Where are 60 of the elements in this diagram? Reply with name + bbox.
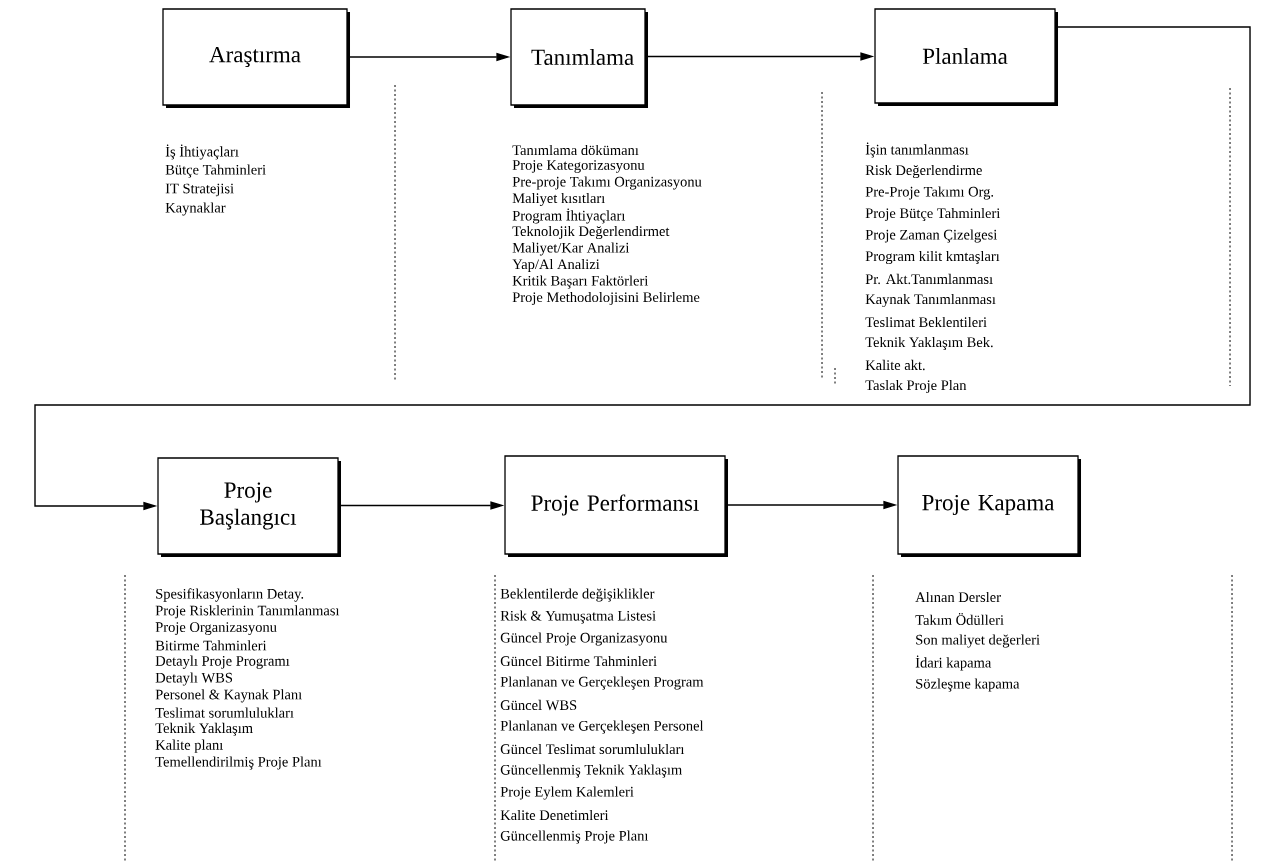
list-item: Güncel Bitirme Tahminleri xyxy=(500,655,657,667)
list-item: Pr. Akt.Tanımlanması xyxy=(865,273,993,285)
list-item: İş İhtiyaçları xyxy=(165,144,239,160)
list-item: Pre-Proje Takımı Org. xyxy=(865,186,994,200)
list-item: IT Stratejisi xyxy=(165,183,234,197)
list-item: Kaynak Tanımlanması xyxy=(865,293,996,308)
list-item: Güncel Teslimat sorumlulukları xyxy=(500,743,685,755)
list-item: Güncellenmiş Teknik Yaklaşım xyxy=(500,764,682,778)
list-item: Yap/Al Analizi xyxy=(512,258,600,273)
process-box: Planlama xyxy=(874,8,1058,106)
list-item: Proje Risklerinin Tanımlanması xyxy=(155,605,340,619)
process-box: Proje Performansı xyxy=(504,455,728,557)
list-item: Kaynaklar xyxy=(165,202,226,216)
list-item: Personel & Kaynak Planı xyxy=(155,689,302,703)
list-item: Maliyet/Kar Analizi xyxy=(512,242,630,256)
list-item: İşin tanımlanması xyxy=(865,142,969,158)
list-item: Risk Değerlendirme xyxy=(865,164,982,179)
process-box: Proje Başlangıcı xyxy=(157,457,341,557)
process-box: Araştırma xyxy=(162,8,350,108)
list-item: Kalite Denetimleri xyxy=(500,809,609,821)
list-item: Bütçe Tahminleri xyxy=(165,164,266,178)
list-item: Program kilit kmtaşları xyxy=(865,250,1000,265)
list-item: İdari kapama xyxy=(915,655,992,671)
list-item: Program İhtiyaçları xyxy=(512,208,626,224)
list-item: Proje Kategorizasyonu xyxy=(512,160,645,173)
list-item: Teknik Yaklaşım Bek. xyxy=(865,336,993,351)
list-item: Pre-proje Takımı Organizasyonu xyxy=(512,176,702,190)
process-box: Proje Kapama xyxy=(897,455,1081,557)
list-item: Detaylı WBS xyxy=(155,672,233,686)
list-item: Teslimat sorumlulukları xyxy=(155,707,294,718)
process-box: Tanımlama xyxy=(510,8,648,108)
list-item: Güncellenmiş Proje Planı xyxy=(500,830,649,844)
list-item: Proje Zaman Çizelgesi xyxy=(865,229,997,243)
list-item: Kalite akt. xyxy=(865,359,925,371)
list-item: Tanımlama dökümanı xyxy=(512,144,639,156)
list-item: Proje Methodolojisini Belirleme xyxy=(512,291,700,306)
list-item: Spesifikasyonların Detay. xyxy=(156,588,304,602)
list-item: Güncel Proje Organizasyonu xyxy=(500,632,668,646)
list-item: Kalite planı xyxy=(155,739,223,753)
list-item: Teslimat Beklentileri xyxy=(865,316,987,328)
list-item: Beklentilerde değişiklikler xyxy=(500,588,655,602)
list-item: Son maliyet değerleri xyxy=(916,634,1040,648)
list-item: Planlanan ve Gerçekleşen Personel xyxy=(500,720,704,734)
list-item: Proje Bütçe Tahminleri xyxy=(865,207,1001,222)
list-item: Bitirme Tahminleri xyxy=(155,640,267,651)
list-item: Kritik Başarı Faktörleri xyxy=(512,275,649,289)
list-item: Teknolojik Değerlendirmet xyxy=(512,225,670,240)
list-item: Planlanan ve Gerçekleşen Program xyxy=(500,676,704,690)
list-item: Detaylı Proje Programı xyxy=(155,655,290,669)
list-item: Sözleşme kapama xyxy=(916,678,1020,692)
list-item: Temellendirilmiş Proje Planı xyxy=(155,756,322,770)
list-item: Risk & Yumuşatma Listesi xyxy=(500,610,656,624)
list-item: Maliyet kısıtları xyxy=(512,192,605,207)
list-item: Teknik Yaklaşım xyxy=(155,722,253,736)
list-item: Alınan Dersler xyxy=(915,591,1001,603)
list-item: Proje Organizasyonu xyxy=(155,622,277,635)
list-item: Proje Eylem Kalemleri xyxy=(500,786,634,800)
list-item: Takım Ödülleri xyxy=(915,613,1004,625)
list-item: Taslak Proje Plan xyxy=(865,379,967,394)
list-item: Güncel WBS xyxy=(500,699,577,711)
